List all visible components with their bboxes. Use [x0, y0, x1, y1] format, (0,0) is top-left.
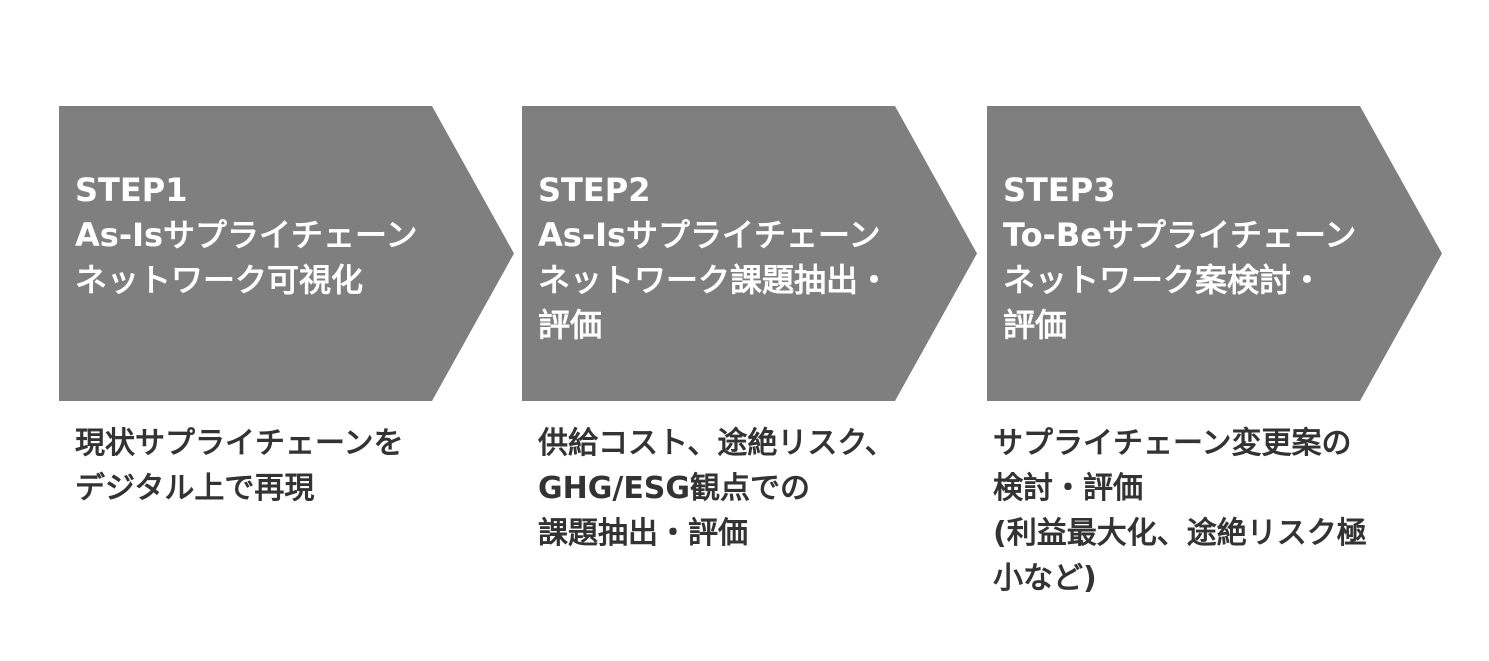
step1-title-line: As-Isサプライチェーン: [75, 216, 418, 254]
step3-title-line: To-Beサプライチェーン: [1003, 216, 1357, 254]
step2-label: STEP2: [538, 171, 651, 209]
step2-description-line: 供給コスト、途絶リスク、: [538, 426, 895, 461]
step1-label: STEP1: [75, 171, 188, 209]
step3-title-line: ネットワーク案検討・: [1003, 261, 1324, 299]
step2-title-line: 評価: [538, 306, 603, 344]
step2-title: STEP2 As-Isサプライチェーン ネットワーク課題抽出・ 評価: [538, 168, 890, 348]
step2-description-line: 課題抽出・評価: [538, 516, 748, 551]
step3-title: STEP3 To-Beサプライチェーン ネットワーク案検討・ 評価: [1003, 168, 1356, 348]
step3-label: STEP3: [1003, 171, 1116, 209]
step1-description-line: 現状サプライチェーンを: [75, 426, 404, 461]
step1-title: STEP1 As-Isサプライチェーン ネットワーク可視化: [75, 168, 417, 303]
step2-description-line: GHG/ESG観点での: [538, 471, 811, 506]
step2-description: 供給コスト、途絶リスク、 GHG/ESG観点での 課題抽出・評価: [538, 421, 895, 556]
step1-description: 現状サプライチェーンを デジタル上で再現: [75, 421, 404, 511]
step1-description-line: デジタル上で再現: [75, 471, 315, 506]
step3-title-line: 評価: [1003, 306, 1068, 344]
step3-arrow: [987, 106, 1442, 401]
step2-title-line: ネットワーク課題抽出・: [538, 261, 891, 299]
step3-description: サプライチェーン変更案の 検討・評価 (利益最大化、途絶リスク極 小など): [993, 421, 1367, 601]
step2-arrow: [522, 106, 977, 401]
step1-arrow: [59, 106, 514, 401]
step2-title-line: As-Isサプライチェーン: [538, 216, 881, 254]
step3-description-line: 小など): [993, 561, 1097, 596]
step1-title-line: ネットワーク可視化: [75, 261, 364, 299]
step3-description-line: サプライチェーン変更案の: [993, 426, 1352, 461]
step3-description-line: (利益最大化、途絶リスク極: [993, 516, 1367, 551]
step3-description-line: 検討・評価: [993, 471, 1143, 506]
